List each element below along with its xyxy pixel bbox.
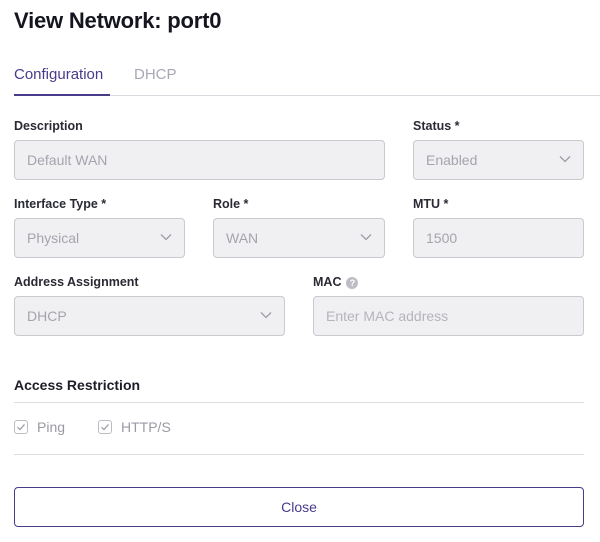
access-restriction-title: Access Restriction <box>14 377 141 393</box>
role-value: WAN <box>226 230 259 246</box>
section-divider <box>14 402 584 403</box>
help-icon[interactable]: ? <box>346 276 359 289</box>
https-checkbox-group[interactable]: HTTP/S <box>98 419 171 435</box>
page-title: View Network: port0 <box>14 8 222 33</box>
chevron-down-icon <box>559 156 571 163</box>
mtu-label: MTU * <box>413 197 449 211</box>
address-assignment-value: DHCP <box>27 308 67 324</box>
ping-checkbox[interactable] <box>14 420 28 434</box>
interface-type-value: Physical <box>27 230 80 246</box>
mac-label-row: MAC? <box>313 275 359 289</box>
tab-dhcp[interactable]: DHCP <box>134 66 177 83</box>
https-label: HTTP/S <box>121 419 171 435</box>
status-select[interactable]: Enabled <box>413 140 584 180</box>
chevron-down-icon <box>160 234 172 241</box>
close-button[interactable]: Close <box>14 487 584 527</box>
role-select[interactable]: WAN <box>213 218 385 258</box>
https-checkbox[interactable] <box>98 420 112 434</box>
ping-checkbox-group[interactable]: Ping <box>14 419 65 435</box>
mac-label: MAC <box>313 275 342 289</box>
description-label: Description <box>14 119 83 133</box>
status-value: Enabled <box>426 152 478 168</box>
mtu-field[interactable]: 1500 <box>413 218 584 258</box>
mac-input[interactable] <box>313 296 584 336</box>
description-field[interactable]: Default WAN <box>14 140 385 180</box>
address-assignment-label: Address Assignment <box>14 275 139 289</box>
check-icon <box>101 423 109 431</box>
check-icon <box>17 423 25 431</box>
interface-type-label: Interface Type * <box>14 197 107 211</box>
interface-type-select[interactable]: Physical <box>14 218 185 258</box>
role-label: Role * <box>213 197 249 211</box>
status-label: Status * <box>413 119 460 133</box>
ping-label: Ping <box>37 419 66 435</box>
mtu-value: 1500 <box>426 230 458 246</box>
tab-configuration[interactable]: Configuration <box>14 66 110 96</box>
chevron-down-icon <box>360 234 372 241</box>
tab-bar: Configuration DHCP <box>14 62 600 96</box>
chevron-down-icon <box>260 312 272 319</box>
description-value: Default WAN <box>27 152 108 168</box>
address-assignment-select[interactable]: DHCP <box>14 296 285 336</box>
footer-divider <box>14 454 584 455</box>
